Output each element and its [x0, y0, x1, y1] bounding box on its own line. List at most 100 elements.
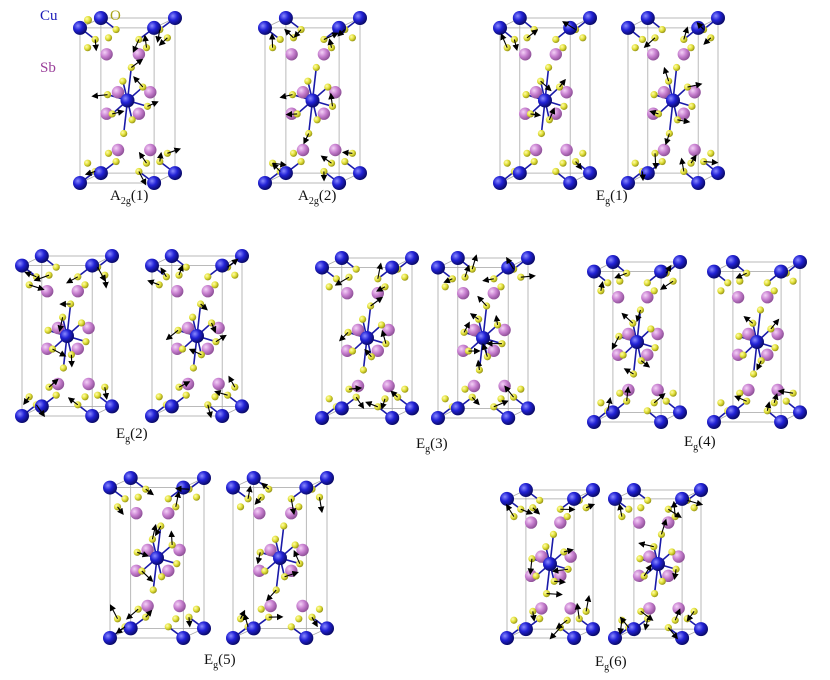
o-atom: [549, 530, 558, 539]
o-atom: [82, 338, 90, 346]
mode-subscript: g: [425, 444, 431, 455]
cu-atom: [305, 93, 320, 108]
sb-atom: [285, 48, 298, 61]
mode-label-Eg6: Eg(6): [595, 654, 627, 673]
sb-atom: [529, 86, 543, 99]
o-atom: [687, 44, 695, 52]
cu-atom: [774, 264, 789, 279]
o-atom: [164, 623, 172, 631]
cu-atom: [315, 411, 329, 425]
o-atom: [665, 77, 673, 85]
cu-atom: [725, 405, 740, 420]
o-atom: [707, 149, 715, 157]
cu-atom: [235, 249, 249, 263]
cu-atom: [774, 415, 789, 429]
cu-atom: [226, 631, 240, 645]
o-atom: [325, 395, 333, 403]
cu-atom: [605, 255, 620, 269]
o-atom: [113, 615, 122, 623]
o-atom: [616, 277, 624, 285]
o-atom: [143, 102, 152, 110]
sb-atom: [549, 48, 562, 61]
sb-atom: [130, 564, 143, 577]
cu-atom: [168, 166, 182, 181]
cu-atom: [176, 480, 191, 495]
o-atom: [735, 332, 743, 340]
o-atom: [654, 110, 663, 118]
legend-o-dot: [84, 16, 92, 24]
cu-atom: [34, 249, 49, 263]
o-atom: [148, 535, 157, 543]
cu-atom: [405, 251, 419, 265]
cu-atom: [711, 166, 725, 181]
sb-atom: [317, 48, 331, 61]
cu-atom: [332, 20, 347, 35]
mode-subscript: g: [604, 662, 610, 673]
o-atom: [579, 149, 587, 157]
o-atom: [269, 44, 277, 52]
o-atom: [81, 281, 89, 289]
unit-cell-Eg2-4: [15, 249, 119, 423]
cu-atom: [15, 258, 29, 273]
cu-atom: [626, 622, 641, 637]
o-atom: [289, 149, 298, 157]
o-atom: [211, 393, 219, 401]
sb-atom: [82, 377, 95, 391]
sb-atom: [130, 507, 143, 520]
o-atom: [261, 567, 269, 575]
o-atom: [182, 391, 190, 399]
sb-atom: [487, 287, 500, 300]
cu-atom: [190, 329, 204, 343]
sb-atom: [611, 291, 625, 304]
mode-subscript: 2g: [308, 196, 319, 207]
sb-atom: [554, 516, 567, 529]
displacement-arrows: [268, 28, 353, 182]
sb-atom: [622, 383, 635, 397]
o-atom: [128, 116, 136, 124]
o-atom: [315, 605, 324, 613]
cu-atom: [521, 251, 535, 265]
o-atom: [559, 159, 567, 167]
unit-cell-Eg4-8: [587, 255, 687, 429]
cu-atom: [34, 399, 49, 414]
o-atom: [265, 613, 273, 621]
o-atom: [348, 34, 356, 42]
legend-cu-label: Cu: [40, 8, 58, 24]
mode-symbol: E: [116, 426, 126, 442]
cu-atom: [711, 11, 725, 25]
sb-atom: [111, 143, 125, 157]
cu-atom: [145, 258, 159, 273]
displacement-arrows: [734, 272, 794, 411]
o-atom: [313, 116, 321, 124]
sb-atom: [341, 287, 354, 300]
sb-atom: [382, 379, 395, 393]
mode-index: (2): [318, 188, 337, 204]
o-atom: [320, 167, 328, 176]
cu-atom: [215, 409, 230, 423]
displacement-arrows: [109, 485, 193, 634]
cu-atom: [450, 251, 465, 265]
sb-atom: [162, 564, 175, 577]
o-atom: [637, 504, 645, 512]
o-atom: [401, 385, 409, 393]
o-atom: [530, 157, 538, 166]
cu-atom: [626, 483, 641, 497]
sb-atom: [467, 323, 481, 337]
o-atom: [231, 271, 239, 279]
mode-subscript: g: [125, 434, 131, 445]
o-atom: [503, 159, 511, 167]
o-atom: [717, 287, 725, 295]
o-atom: [112, 157, 120, 166]
cu-atom: [707, 264, 721, 279]
cu-atom: [493, 176, 507, 190]
o-atom: [619, 351, 627, 359]
o-atom: [763, 279, 771, 287]
o-atom: [359, 315, 367, 323]
cu-atom: [673, 255, 687, 269]
o-atom: [84, 44, 92, 52]
cu-atom: [521, 401, 535, 416]
cu-atom: [103, 631, 117, 645]
cu-atom: [85, 409, 100, 423]
o-atom: [325, 283, 333, 291]
